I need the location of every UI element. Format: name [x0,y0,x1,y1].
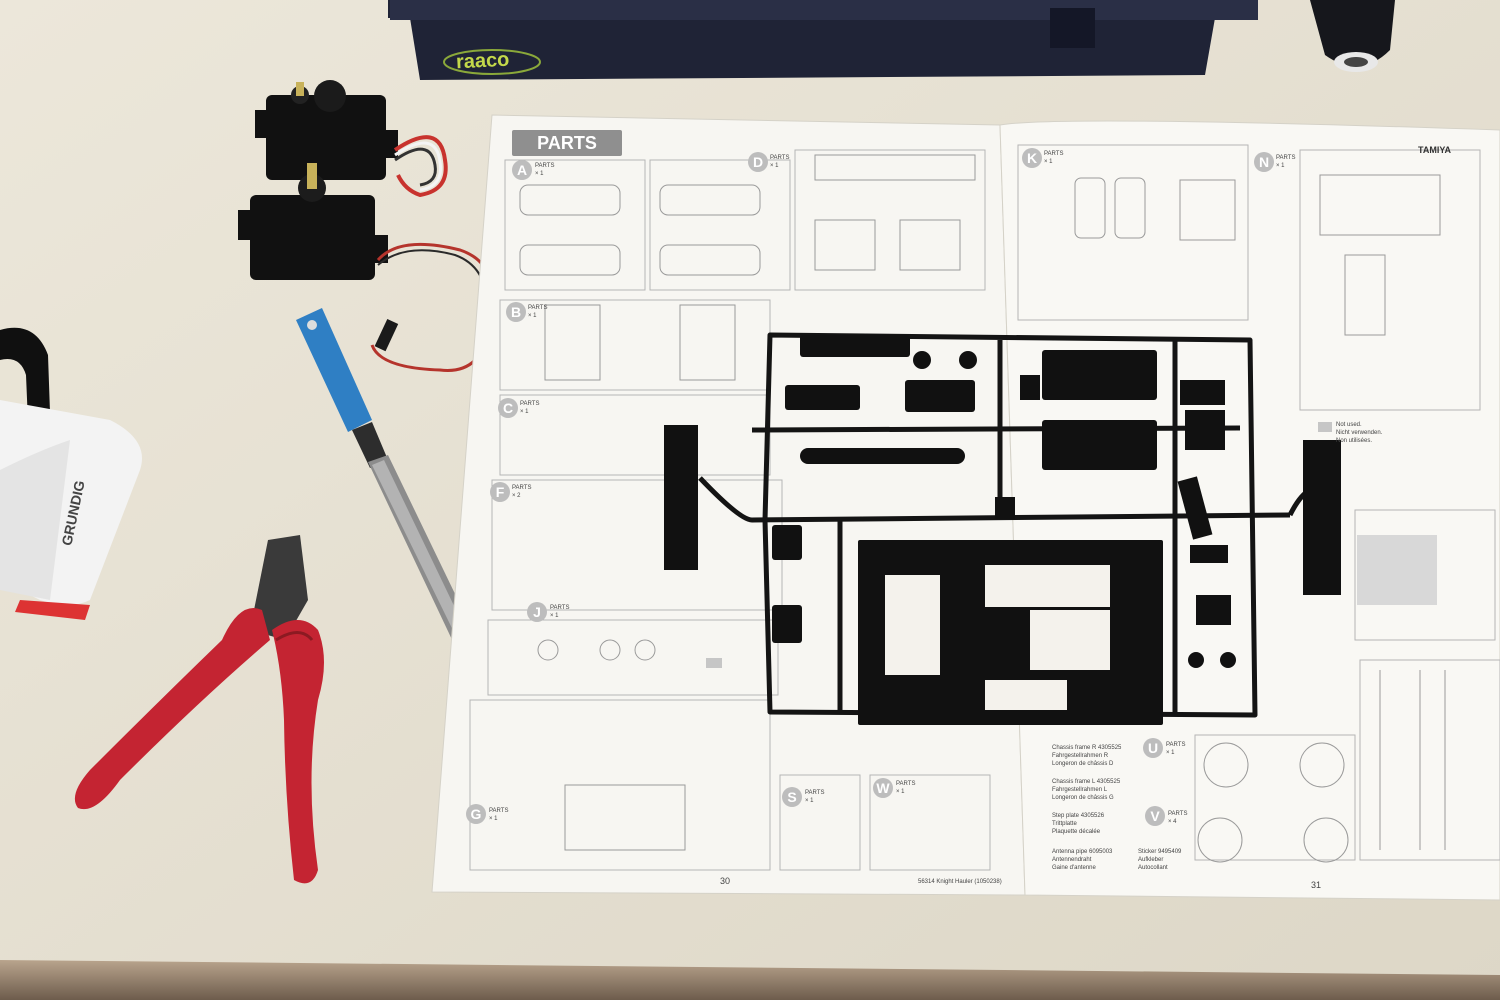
legend-line-11: Antennendraht [1052,857,1092,863]
section-qty-g: × 1 [489,816,498,822]
section-letter-u: U [1143,738,1163,758]
section-qty-j: × 1 [550,613,559,619]
section-qty-u: × 1 [1166,750,1175,756]
section-qty-k: × 1 [1044,159,1053,165]
section-letter-d: D [748,152,768,172]
parts-header: PARTS [512,130,622,156]
toolbox-brand: raaco [455,48,510,74]
section-qty-c: × 1 [520,409,529,415]
section-label-c: PARTS [520,401,540,407]
desk-lamp [0,327,142,620]
legend-line-1: Chassis frame R 4305525 [1052,745,1122,751]
section-qty-f: × 2 [512,493,521,499]
sticker-line-2: Aufkleber [1138,857,1164,863]
sticker-line-1: Sticker 9495409 [1138,849,1182,855]
legend-line-10: Antenna pipe 6095003 [1052,849,1113,855]
section-letter-w: W [873,778,893,798]
section-label-j: PARTS [550,605,570,611]
legend-line-8: Trittplatte [1052,821,1077,827]
legend-line-12: Gaine d'antenne [1052,865,1096,871]
legend-line-3: Longeron de châssis D [1052,761,1114,767]
side-cutter-pliers [74,535,324,884]
section-qty-a: × 1 [535,171,544,177]
sticker-line-3: Autocollant [1138,865,1168,871]
section-qty-d: × 1 [770,163,779,169]
section-letter-j: J [527,602,547,622]
servo-bottom [238,163,496,372]
section-qty-n: × 1 [1276,163,1285,169]
tamiya-brand: TAMIYA [1418,145,1452,155]
not-used-line-1: Not used. [1336,422,1362,428]
frame-cutouts [885,565,1110,710]
section-label-b: PARTS [528,305,548,311]
bench-edge [0,960,1500,1000]
page-number-left: 30 [720,876,731,886]
section-letter-n: N [1254,152,1274,172]
section-letter-g: G [466,804,486,824]
screwdriver-handle [1310,0,1395,72]
legend-line-5: Fahrgestellrahmen L [1052,787,1108,793]
section-qty-b: × 1 [528,313,537,319]
section-label-k: PARTS [1044,151,1064,157]
legend-line-7: Step plate 4305526 [1052,813,1105,819]
section-letter-c: C [498,398,518,418]
toolbox [388,0,1258,80]
section-letter-b: B [506,302,526,322]
section-letter-a: A [512,160,532,180]
not-used-line-3: Non utilisées. [1336,438,1373,444]
section-letter-v: V [1145,806,1165,826]
legend-line-6: Longeron de châssis G [1052,795,1114,801]
section-qty-w: × 1 [896,789,905,795]
section-letter-k: K [1022,148,1042,168]
section-label-u: PARTS [1166,742,1186,748]
section-label-d: PARTS [770,155,790,161]
not-used-line-2: Nicht verwenden. [1336,430,1383,436]
section-label-f: PARTS [512,485,532,491]
servo-top [255,80,448,198]
page-number-right: 31 [1311,880,1322,890]
section-label-v: PARTS [1168,811,1188,817]
section-label-a: PARTS [535,163,555,169]
section-letter-f: F [490,482,510,502]
section-label-n: PARTS [1276,155,1296,161]
section-label-s: PARTS [805,790,825,796]
section-label-w: PARTS [896,781,916,787]
legend-line-4: Chassis frame L 4305525 [1052,779,1121,785]
section-label-g: PARTS [489,808,509,814]
manual-footer: 56314 Knight Hauler (1050238) [918,879,1002,885]
legend-line-9: Plaquette décalée [1052,829,1101,835]
legend-line-2: Fahrgestellrahmen R [1052,753,1109,759]
section-qty-s: × 1 [805,798,814,804]
section-qty-v: × 4 [1168,819,1177,825]
section-letter-s: S [782,787,802,807]
